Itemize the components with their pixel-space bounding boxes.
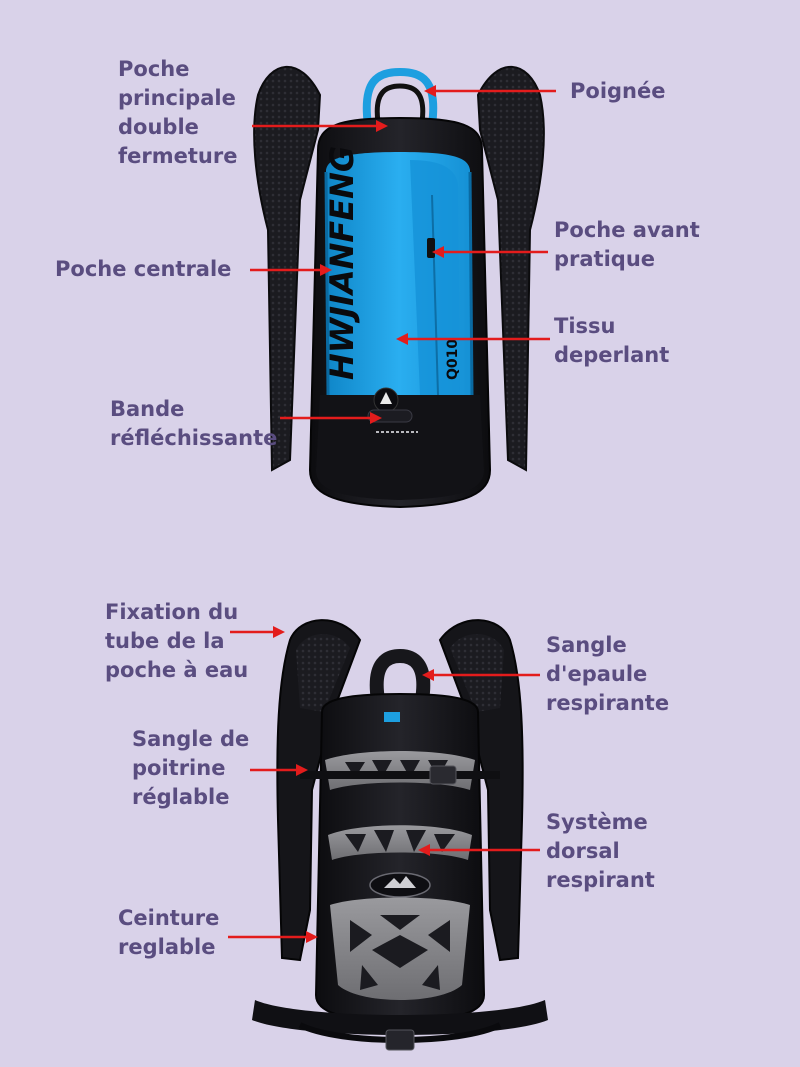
label-sangle-epaule: Sangle d'epaule respirante xyxy=(546,633,670,715)
arrowhead-tissu xyxy=(396,333,408,345)
model-print: Q010 xyxy=(445,339,461,380)
label-tissu: Tissu deperlant xyxy=(554,314,670,367)
brand-print: HWJIANFENG xyxy=(323,146,361,380)
label-poche-principale: Poche principale double fermeture xyxy=(118,57,238,168)
arrowhead-ceinture xyxy=(306,931,318,943)
arrowhead-sangle-epaule xyxy=(422,669,434,681)
label-systeme-dorsal: Système dorsal respirant xyxy=(546,810,655,892)
back-backpack xyxy=(252,619,548,1051)
label-sangle-poitrine: Sangle de poitrine réglable xyxy=(132,727,250,809)
label-poignee: Poignée xyxy=(570,79,666,103)
arrowhead-sangle-poitrine xyxy=(296,764,308,776)
arrowhead-poche-avant xyxy=(432,246,444,258)
arrowhead-poignee xyxy=(424,85,436,97)
arrows xyxy=(228,85,556,943)
arrowhead-bande xyxy=(370,412,382,424)
label-ceinture: Ceinture reglable xyxy=(118,906,220,959)
arrowhead-poche-principale xyxy=(376,120,388,132)
arrowhead-systeme-dorsal xyxy=(418,844,430,856)
label-poche-centrale: Poche centrale xyxy=(55,257,232,281)
arrowhead-fixation xyxy=(273,626,285,638)
front-backpack: HWJIANFENG Q010 xyxy=(253,65,545,509)
label-bande: Bande réfléchissante xyxy=(110,397,278,450)
label-fixation: Fixation du tube de la poche à eau xyxy=(105,600,249,682)
arrowhead-poche-centrale xyxy=(320,264,332,276)
label-poche-avant: Poche avant pratique xyxy=(554,218,700,271)
